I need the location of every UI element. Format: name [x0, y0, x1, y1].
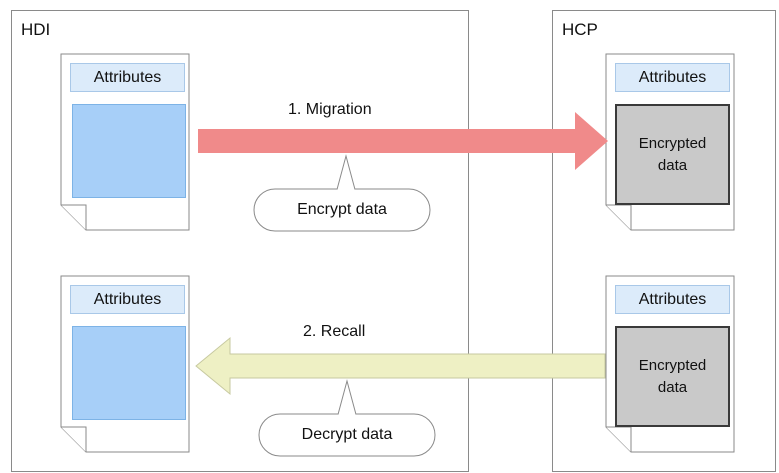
recall-label: 2. Recall	[303, 323, 366, 340]
plain-data-block	[72, 104, 186, 198]
encrypted-data-line1: Encrypted	[638, 356, 707, 374]
encrypt-callout: Encrypt data	[253, 154, 431, 232]
hdi-panel-title: HDI	[21, 20, 51, 39]
callout-bubble-icon	[258, 379, 436, 457]
attributes-label: Attributes	[70, 63, 185, 92]
callout-bubble-icon	[253, 154, 431, 232]
hdi-file-original: Attributes	[60, 53, 190, 231]
attributes-label: Attributes	[615, 285, 730, 314]
decrypt-callout-text: Decrypt data	[301, 426, 393, 443]
plain-data-block	[72, 326, 186, 420]
migration-label: 1. Migration	[288, 101, 372, 118]
encrypted-data-block: Encrypted data	[615, 104, 730, 205]
hcp-panel-title: HCP	[562, 20, 598, 39]
hcp-file-migrated: Attributes Encrypted data	[605, 53, 735, 231]
attributes-label: Attributes	[70, 285, 185, 314]
attributes-label: Attributes	[615, 63, 730, 92]
encrypted-data-line2: data	[657, 156, 688, 174]
encrypted-data-line1: Encrypted	[638, 134, 707, 152]
hcp-file-stored: Attributes Encrypted data	[605, 275, 735, 453]
decrypt-callout: Decrypt data	[258, 379, 436, 457]
encrypt-callout-text: Encrypt data	[297, 201, 387, 218]
encrypted-data-block: Encrypted data	[615, 326, 730, 427]
encrypted-data-line2: data	[657, 378, 688, 396]
hdi-file-recalled: Attributes	[60, 275, 190, 453]
